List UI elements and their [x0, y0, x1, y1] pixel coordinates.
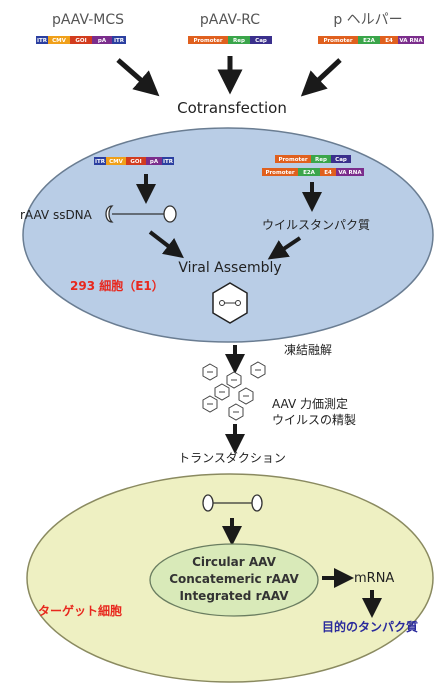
transduction-label: トランスダクション	[178, 450, 286, 465]
cotransfection-label: Cotransfection	[177, 99, 287, 117]
form-concatemeric: Concatemeric rAAV	[169, 572, 299, 586]
viral-proteins-label: ウイルスタンパク質	[262, 217, 370, 232]
arrow-proteins-to-assembly	[267, 236, 302, 260]
virion-cluster-icon	[202, 361, 266, 421]
segment-cap-label: Cap	[335, 157, 347, 163]
plasmid-mcs-bar: ITR CMV GOI pA ITR	[36, 36, 126, 44]
segment-e4-label: E4	[324, 170, 332, 176]
form-integrated: Integrated rAAV	[179, 589, 289, 603]
purification-label: ウイルスの精製	[272, 413, 356, 427]
segment-va-label: VA RNA	[399, 38, 423, 44]
target-ssdna-icon	[202, 494, 263, 512]
segment-goi-label: GOI	[75, 38, 86, 44]
segment-e2a-label: E2A	[303, 170, 316, 176]
cell-plasmid-mcs-bar: ITR CMV GOI pA ITR	[94, 157, 174, 165]
plasmid-helper-bar: Promoter E2A E4 VA RNA	[318, 36, 424, 44]
segment-cap-label: Cap	[255, 38, 267, 44]
ssdna-label: rAAV ssDNA	[20, 208, 93, 222]
segment-itr-label: ITR	[163, 159, 174, 165]
segment-va-label: VA RNA	[338, 170, 362, 176]
plasmid-mcs-title: pAAV-MCS	[52, 12, 124, 28]
segment-pa-label: pA	[150, 159, 159, 165]
arrow-helper	[300, 58, 342, 97]
segment-promoter-label: Promoter	[278, 157, 307, 163]
form-circular: Circular AAV	[192, 555, 277, 569]
segment-cmv-label: CMV	[52, 38, 67, 44]
target-cell-label: ターゲット細胞	[38, 603, 122, 618]
segment-promoter-label: Promoter	[193, 38, 222, 44]
producer-cell	[22, 127, 434, 343]
cell-plasmid-helper-bar: Promoter E2A E4 VA RNA	[262, 168, 364, 176]
ssdna-icon	[105, 205, 177, 223]
segment-cmv-label: CMV	[109, 159, 124, 165]
episome-region	[149, 543, 319, 617]
target-protein-label: 目的のタンパク質	[322, 619, 418, 634]
producer-cell-label: 293 細胞（E1）	[70, 278, 164, 293]
segment-promoter-label: Promoter	[265, 170, 294, 176]
freeze-thaw-label: 凍結融解	[284, 343, 332, 357]
arrow-mcs	[116, 58, 160, 97]
segment-promoter-label: Promoter	[323, 38, 352, 44]
segment-itr-label: ITR	[114, 38, 125, 44]
cell-plasmid-rc-bar: Promoter Rep Cap	[275, 155, 351, 163]
segment-itr-label: ITR	[37, 38, 48, 44]
segment-e4-label: E4	[385, 38, 393, 44]
virion-icon	[212, 282, 248, 324]
segment-e2a-label: E2A	[363, 38, 376, 44]
viral-assembly-label: Viral Assembly	[178, 260, 281, 276]
segment-itr-label: ITR	[95, 159, 106, 165]
plasmid-rc-title: pAAV-RC	[200, 12, 260, 28]
titer-label: AAV 力価測定	[272, 396, 348, 411]
plasmid-helper-title: p ヘルパー	[333, 12, 402, 28]
plasmid-rc-bar: Promoter Rep Cap	[188, 36, 272, 44]
segment-rep-label: Rep	[315, 157, 327, 163]
arrow-ssdna-to-assembly	[148, 230, 184, 259]
segment-rep-label: Rep	[233, 38, 245, 44]
segment-goi-label: GOI	[130, 159, 141, 165]
segment-pa-label: pA	[98, 38, 107, 44]
mrna-label: mRNA	[354, 571, 394, 586]
